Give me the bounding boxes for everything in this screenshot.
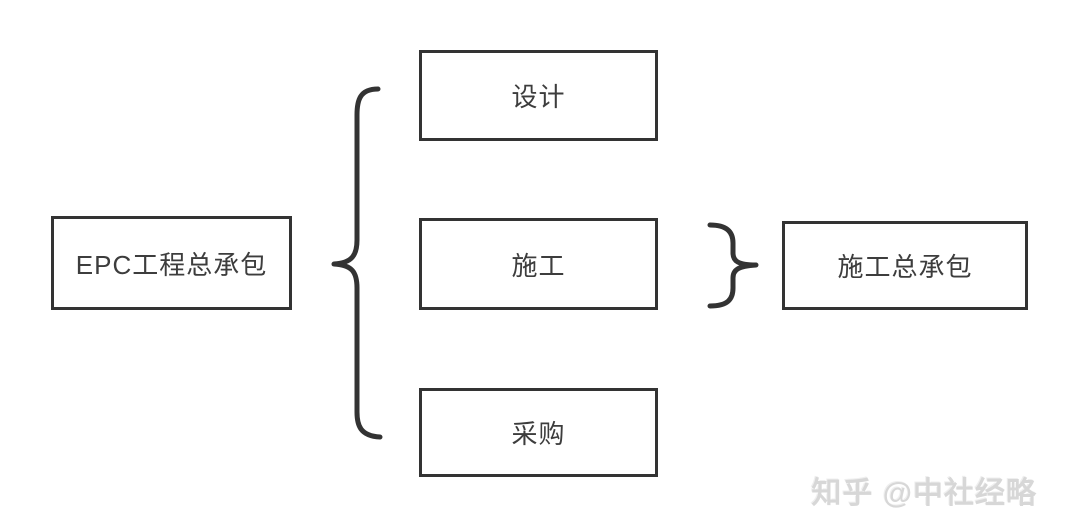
- box-construction-label: 施工: [511, 250, 566, 281]
- box-design: 设计: [419, 50, 658, 141]
- right-curly-brace-icon: [707, 222, 759, 309]
- box-procurement-label: 采购: [511, 419, 566, 449]
- box-construction: 施工: [419, 218, 658, 310]
- box-result-label: 施工总承包: [837, 252, 973, 282]
- zhihu-watermark: 知乎 @中社经略: [811, 477, 1037, 510]
- box-procurement: 采购: [419, 388, 658, 477]
- box-epc-general-contracting: EPC工程总承包: [51, 216, 292, 310]
- left-curly-brace-icon: [331, 86, 383, 440]
- box-epc-label: EPC工程总承包: [75, 249, 268, 280]
- box-construction-general-contracting: 施工总承包: [782, 221, 1028, 310]
- box-design-label: 设计: [511, 82, 566, 112]
